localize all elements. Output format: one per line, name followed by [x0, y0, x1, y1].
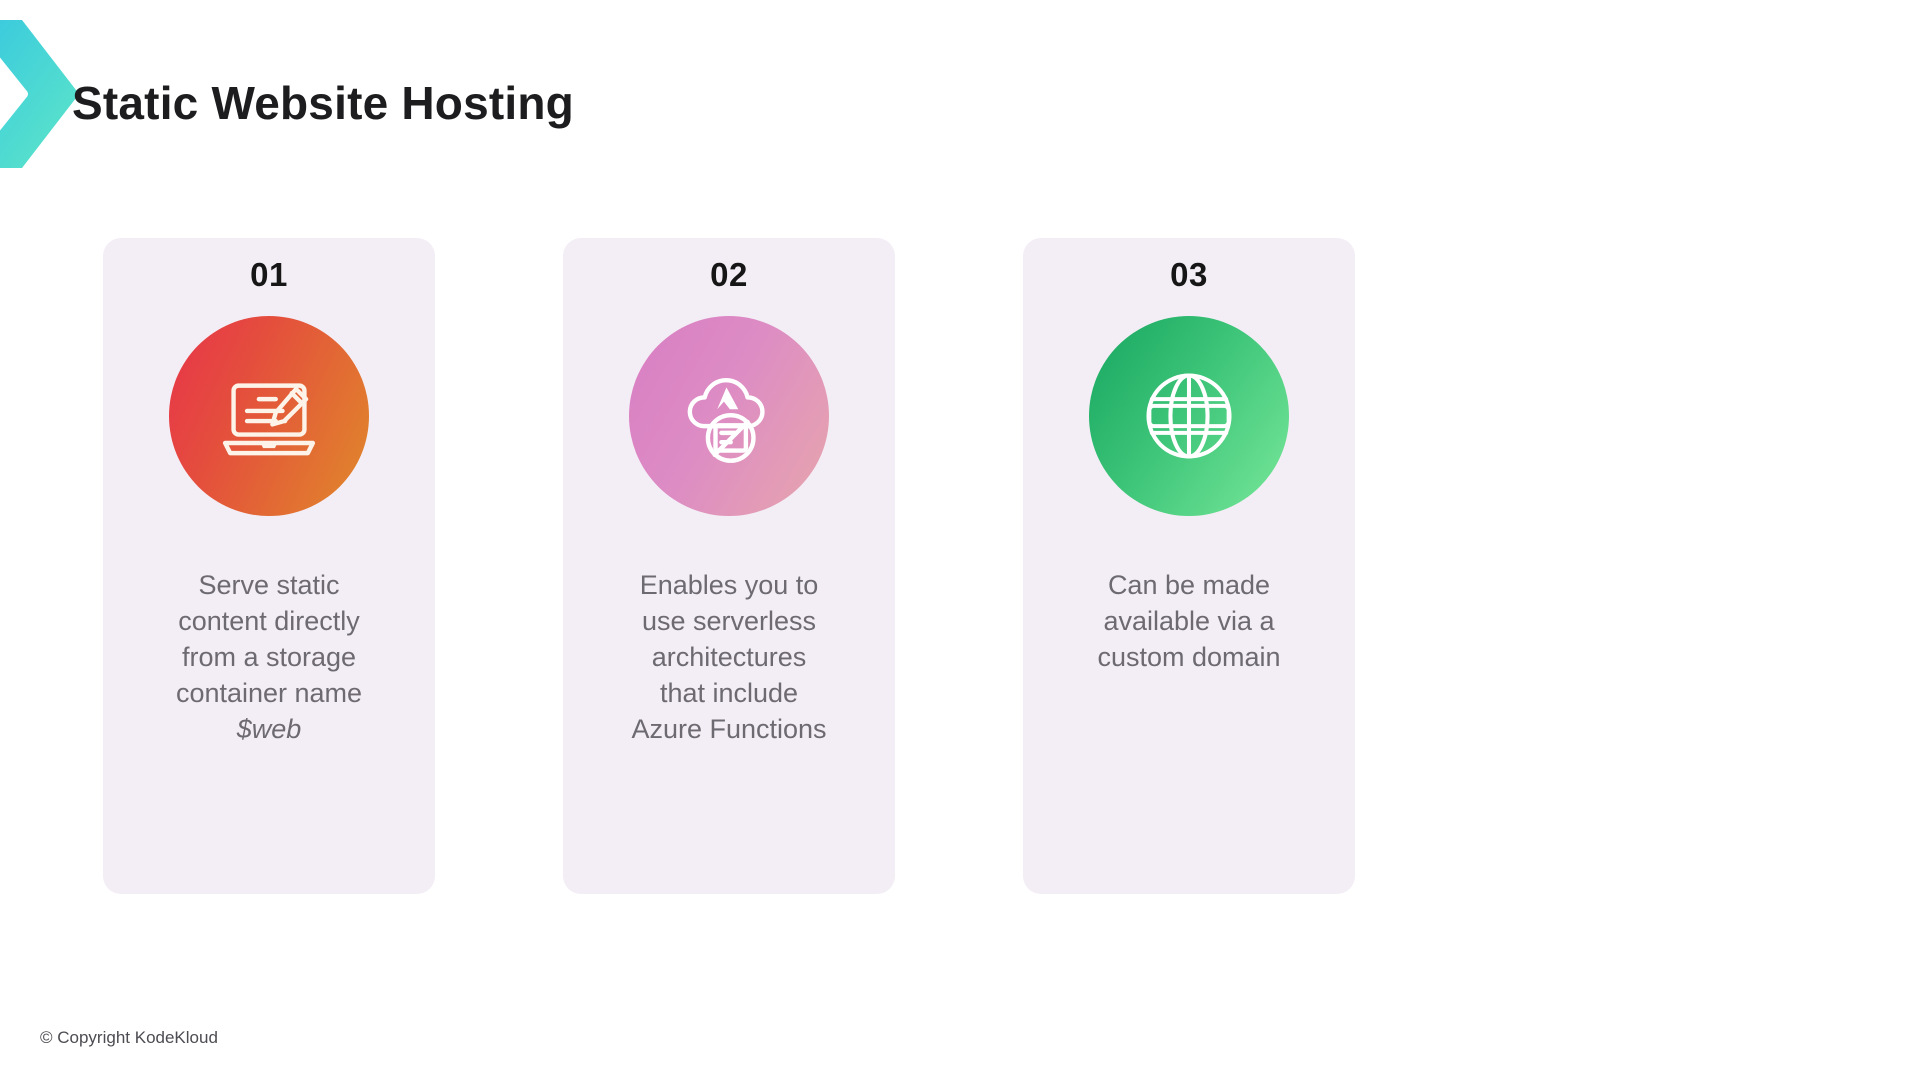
card-text-line: that include [659, 677, 799, 708]
azure-cloud-serverless-icon [687, 377, 765, 463]
card-text-emphasis: $web [236, 713, 302, 744]
page-title: Static Website Hosting [72, 77, 574, 129]
card-text-line: from a storage [181, 641, 357, 672]
card-text-line: architectures [651, 641, 807, 672]
globe-icon [1146, 373, 1232, 459]
card-text-line: available via a [1103, 605, 1275, 636]
icon-badge-laptop-edit [169, 316, 369, 516]
card-text-line: Enables you to [639, 570, 819, 600]
card-text-line: use serverless [641, 605, 817, 636]
card-text-line: content directly [178, 605, 360, 636]
card-text-line: container name [175, 677, 363, 708]
card-text-line: custom domain [1097, 641, 1281, 672]
card-number: 01 [250, 256, 288, 293]
card-number: 03 [1170, 256, 1208, 293]
icon-badge-globe [1089, 316, 1289, 516]
footer-copyright: © Copyright KodeKloud [40, 1028, 218, 1047]
info-card-03: 03 Can be made available via a custom do… [1023, 238, 1355, 894]
info-card-01: 01 Serve static content directly fro [103, 238, 435, 894]
info-card-02: 02 Enables you to use serverless archite… [563, 238, 895, 894]
chevron-right-mark-icon [0, 20, 78, 168]
icon-badge-azure-serverless [629, 316, 829, 516]
card-text-line: Azure Functions [631, 713, 827, 744]
card-number: 02 [710, 256, 748, 293]
laptop-edit-icon [222, 383, 316, 456]
card-description: Enables you to use serverless architectu… [595, 568, 863, 748]
card-text-line: Serve static [198, 570, 340, 600]
card-description: Serve static content directly from a sto… [135, 568, 403, 748]
card-text-line: Can be made [1107, 570, 1271, 600]
card-description: Can be made available via a custom domai… [1055, 568, 1323, 676]
cards-row: 01 Serve static content directly fro [103, 238, 1363, 894]
